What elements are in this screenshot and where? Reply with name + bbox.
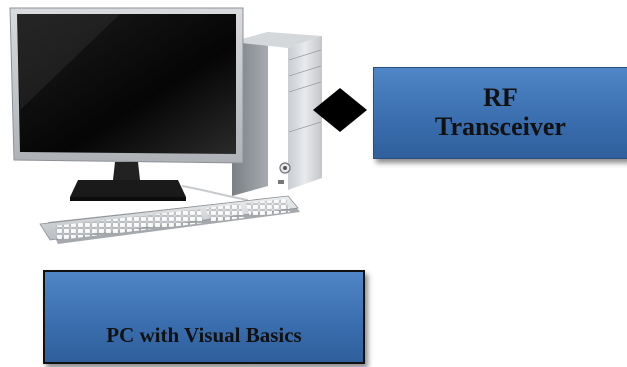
rf-transceiver-block: RF Transceiver [373, 67, 627, 159]
pc-tower-icon [232, 32, 322, 196]
diamond-connector-icon [313, 88, 367, 132]
rf-label-line2: Transceiver [435, 112, 566, 141]
pc-visual-basics-block: PC with Visual Basics [43, 270, 365, 364]
monitor-icon [9, 7, 244, 201]
rf-label-line1: RF [483, 83, 518, 112]
pc-block-label: PC with Visual Basics [106, 323, 302, 347]
keyboard-icon [39, 195, 300, 244]
